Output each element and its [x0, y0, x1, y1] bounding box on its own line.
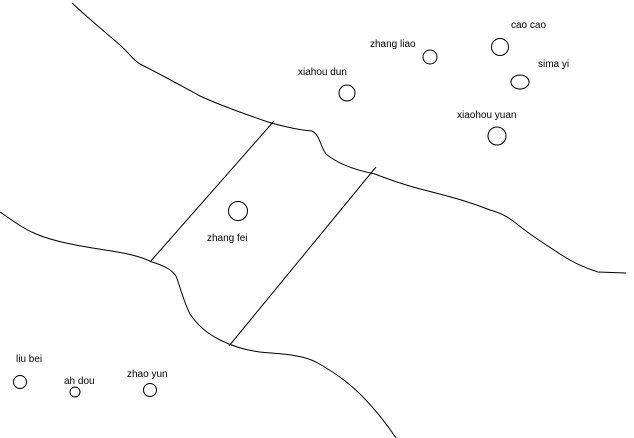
unit-label: ah dou	[64, 376, 95, 387]
unit-sima-yi: sima yi	[510, 59, 569, 90]
unit-label: liu bei	[16, 354, 42, 365]
unit-marker	[510, 74, 530, 90]
unit-label: xiaohou yuan	[457, 110, 517, 121]
bridge-line-left	[149, 120, 275, 263]
river-bank-lower	[0, 211, 397, 438]
unit-label: zhang fei	[207, 233, 248, 244]
unit-marker	[422, 49, 438, 65]
unit-zhao-yun: zhao yun	[127, 369, 168, 397]
unit-marker	[338, 84, 356, 102]
unit-label: sima yi	[538, 59, 569, 70]
unit-marker	[69, 386, 81, 398]
unit-ah-dou: ah dou	[64, 376, 95, 398]
unit-xiahou-dun: xiahou dun	[298, 67, 356, 102]
unit-xiaohou-yuan: xiaohou yuan	[457, 110, 517, 146]
unit-label: xiahou dun	[298, 67, 347, 78]
unit-zhang-fei: zhang fei	[207, 201, 248, 244]
unit-liu-bei: liu bei	[13, 354, 42, 389]
unit-marker	[13, 375, 27, 389]
unit-label: zhang liao	[370, 39, 416, 50]
unit-marker	[143, 383, 157, 397]
unit-label: cao cao	[511, 20, 546, 31]
unit-marker	[228, 201, 248, 221]
bridge-line-right	[228, 166, 377, 347]
unit-marker	[487, 126, 507, 146]
unit-marker	[491, 38, 509, 56]
unit-cao-cao: cao cao	[491, 20, 546, 56]
unit-label: zhao yun	[127, 369, 168, 380]
river-bank-upper	[71, 2, 627, 274]
unit-zhang-liao: zhang liao	[370, 39, 438, 65]
